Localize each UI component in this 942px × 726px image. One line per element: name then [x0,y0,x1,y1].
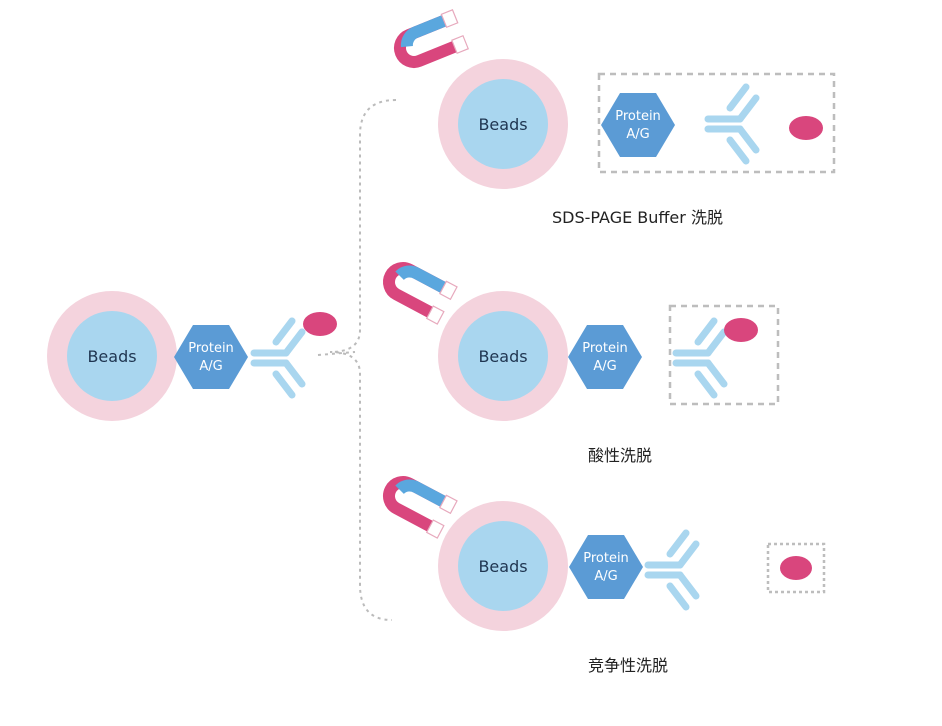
eluate-box-acid [668,304,780,406]
magnet-icon [381,471,457,538]
bead-label: Beads [87,347,136,366]
bead-label: Beads [478,557,527,576]
antigen-initial [303,312,337,336]
bead-sds: Beads [438,59,568,189]
eluate-box-competitive [766,542,826,594]
protein-ag-initial: Protein A/G [174,325,248,389]
antigen-competitive [780,556,812,580]
bead-label: Beads [478,115,527,134]
antigen-sds [789,116,823,140]
antibody-competitive [648,533,696,607]
protein-label-line1: Protein [188,341,234,356]
antigen-acid [724,318,758,342]
protein-ag-competitive: Protein A/G [569,535,643,599]
protein-ag-sds: Protein A/G [601,93,675,157]
caption-sds-elution: SDS-PAGE Buffer 洗脱 [552,208,723,227]
caption-competitive-elution: 竞争性洗脱 [588,656,669,675]
bead-initial: Beads [47,291,177,421]
antibody-sds [708,87,756,161]
protein-label-line2: A/G [593,359,616,374]
protein-ag-acid: Protein A/G [568,325,642,389]
protein-label-line1: Protein [583,551,629,566]
antibody-acid [676,321,724,395]
sds-elution-row: Beads Protein A/G [393,10,836,189]
magnet-icon [381,257,457,324]
competitive-elution-row: Beads Protein A/G [381,471,826,631]
caption-acid-elution: 酸性洗脱 [588,446,653,465]
protein-label-line2: A/G [199,359,222,374]
protein-label-line2: A/G [594,569,617,584]
connector-stub [317,351,356,356]
connector-brace [329,99,397,621]
protein-label-line1: Protein [582,341,628,356]
eluate-box-sds [597,72,836,174]
acid-elution-row: Beads Protein A/G [381,257,780,421]
bead-label: Beads [478,347,527,366]
bead-competitive: Beads [438,501,568,631]
magnet-icon [393,10,468,73]
bead-acid: Beads [438,291,568,421]
protein-label-line2: A/G [626,127,649,142]
antibody-initial [254,321,302,395]
protein-label-line1: Protein [615,109,661,124]
initial-complex: Beads Protein A/G [47,291,337,421]
